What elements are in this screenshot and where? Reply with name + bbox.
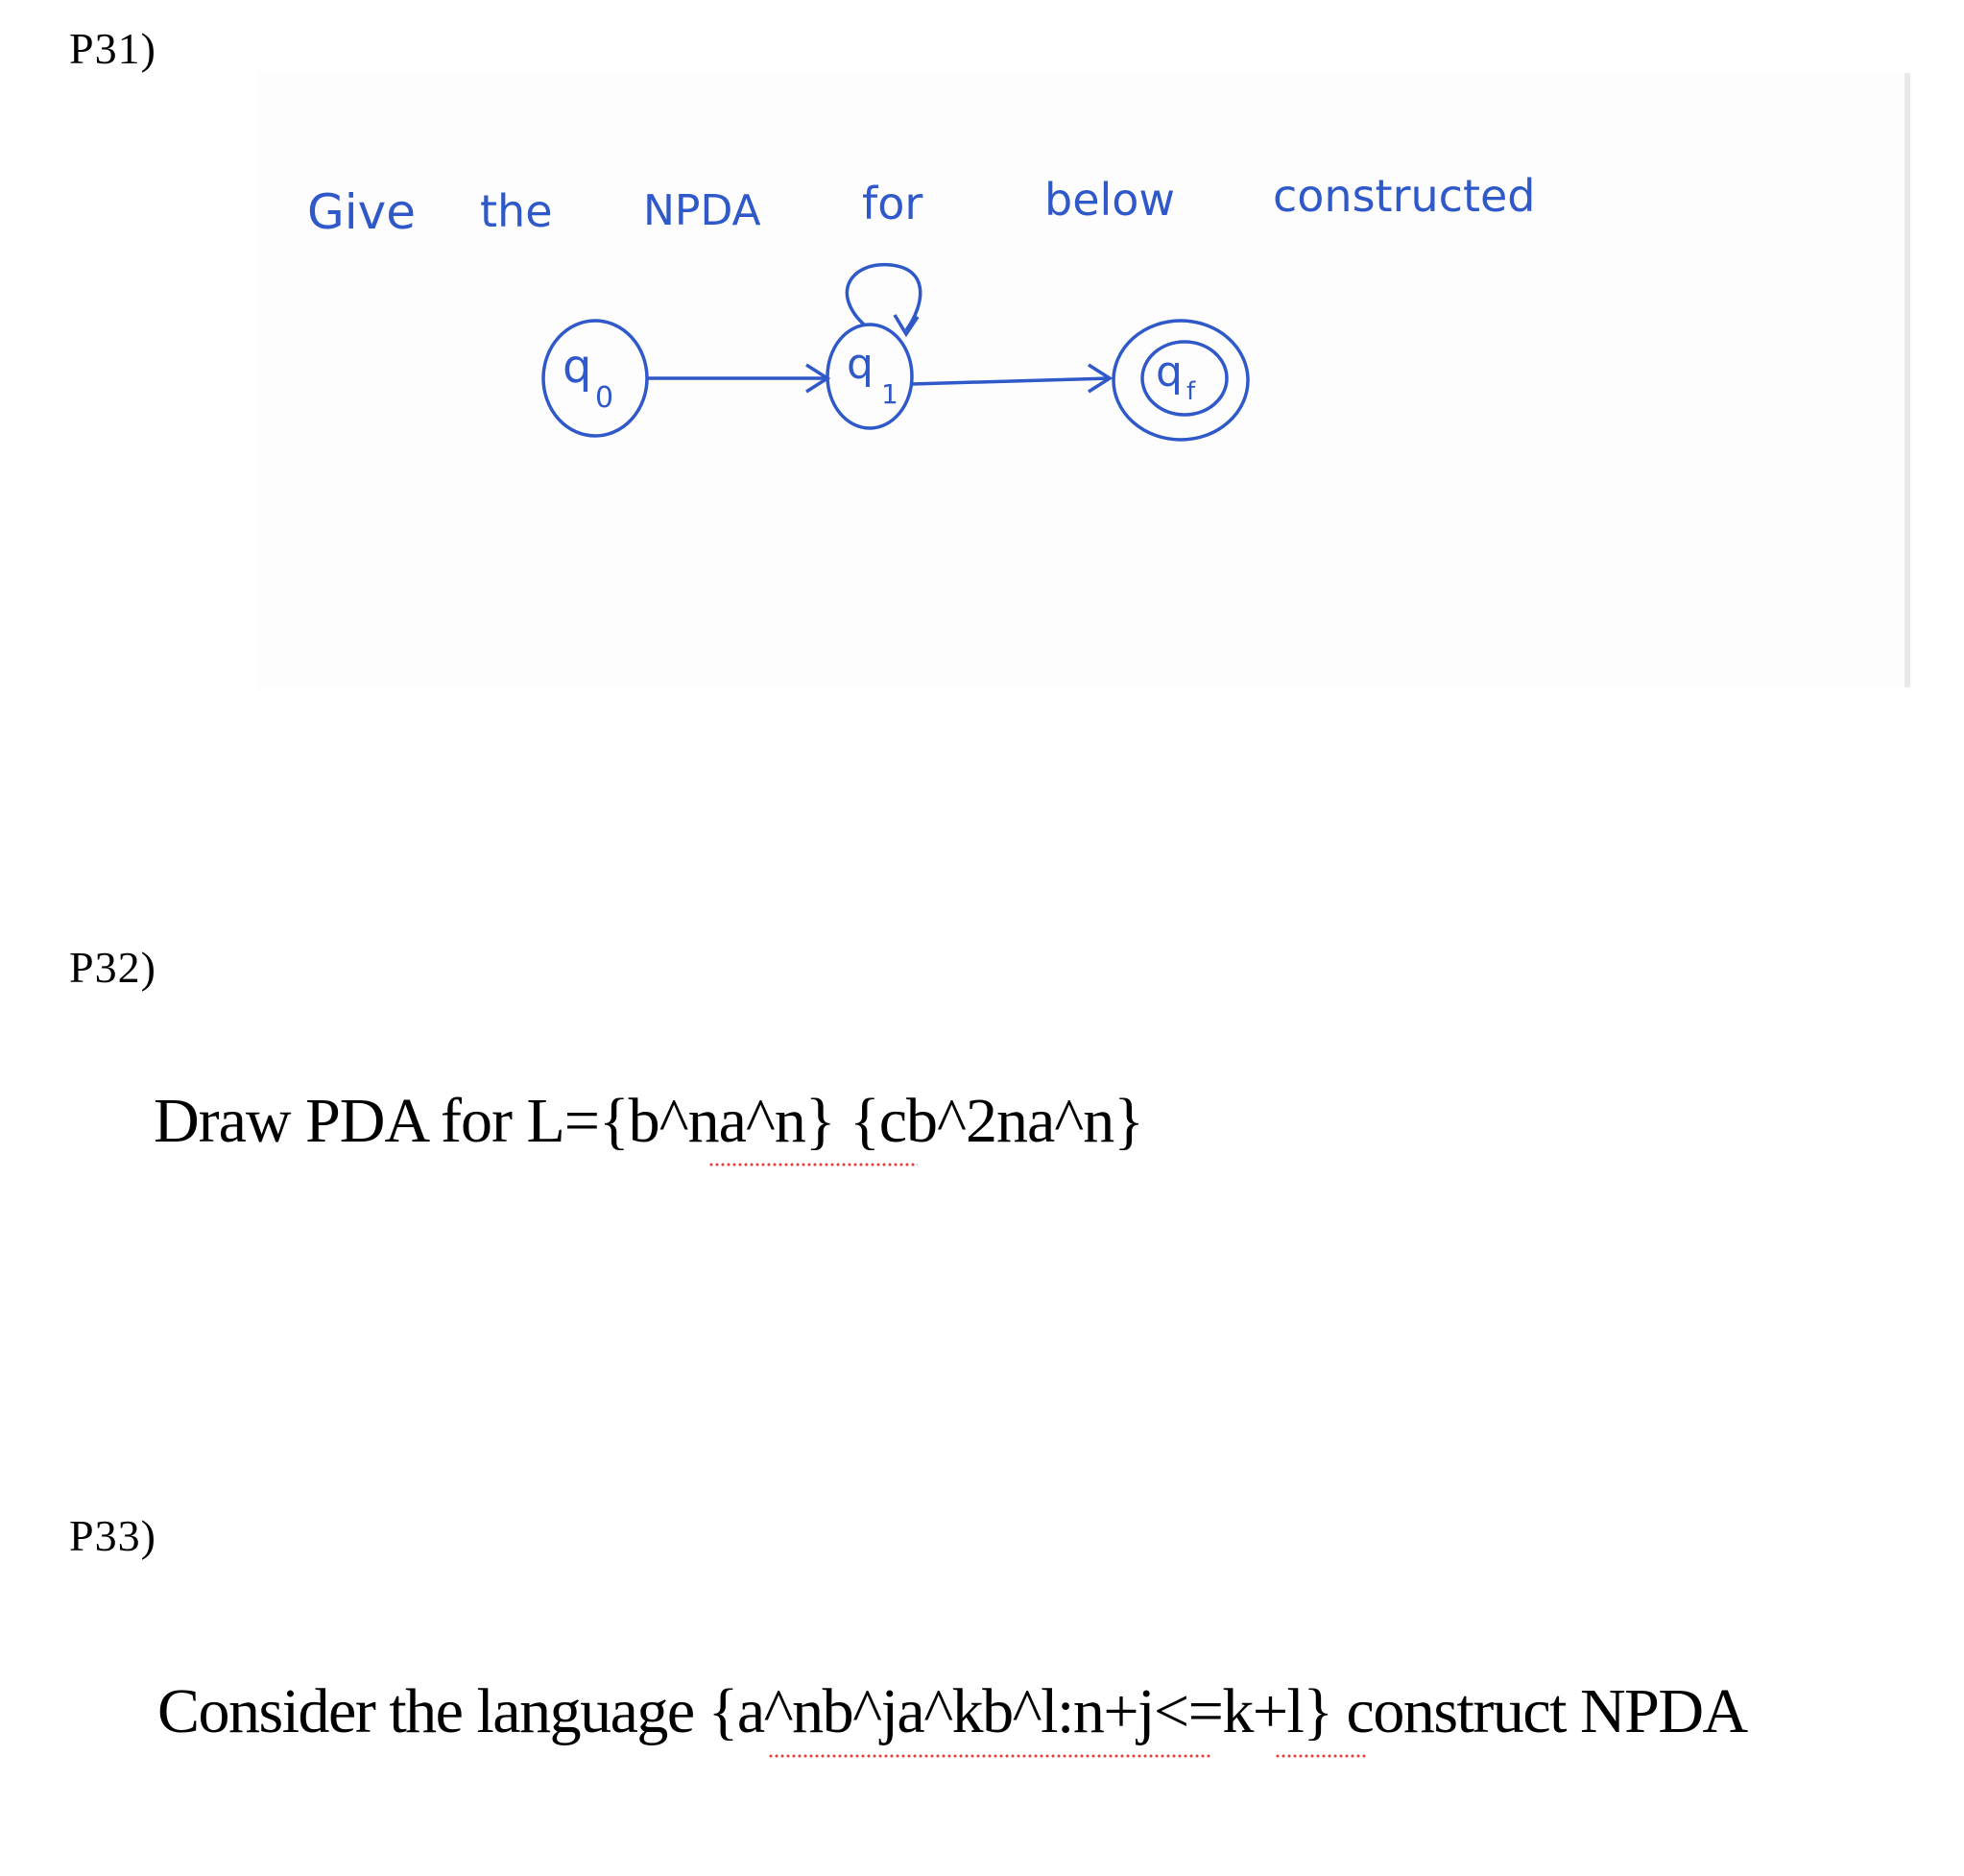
problem-text-p32: Draw PDA for L={b^na^n} {cb^2na^n} xyxy=(154,1086,1144,1156)
spellcheck-underline xyxy=(768,1753,1211,1759)
transition-q1-qf xyxy=(911,363,1114,394)
hw-word-give: Give xyxy=(307,184,416,240)
spellcheck-underline xyxy=(708,1162,918,1167)
transition-q0-q1 xyxy=(647,363,831,394)
hw-word-below: below xyxy=(1044,174,1175,226)
hw-word-npda: NPDA xyxy=(643,186,761,235)
problem-label-p32: P32) xyxy=(69,943,156,992)
problem-text-p33: Consider the language {a^nb^ja^kb^l:n+j<… xyxy=(157,1676,1748,1746)
state-q0-subscript: 0 xyxy=(595,381,613,415)
spellcheck-underline xyxy=(1275,1753,1367,1759)
state-q1: q 1 xyxy=(826,323,914,430)
handwritten-photo: Give the NPDA for below constructed q 0 … xyxy=(257,73,1910,687)
state-qf-subscript: f xyxy=(1186,377,1196,406)
hw-word-the: the xyxy=(480,185,553,237)
npda-diagram: Give the NPDA for below constructed q 0 … xyxy=(307,170,1535,442)
state-q0: q 0 xyxy=(541,319,649,438)
state-qf: q f xyxy=(1112,319,1250,442)
photo-edge xyxy=(1904,73,1910,687)
problem-label-p31: P31) xyxy=(69,24,156,73)
state-qf-name: q xyxy=(1156,348,1183,397)
state-q1-name: q xyxy=(847,340,874,389)
hw-word-constructed: constructed xyxy=(1273,170,1535,222)
self-loop-q1 xyxy=(845,262,922,338)
hw-word-for: for xyxy=(862,178,922,229)
state-q0-name: q xyxy=(563,340,591,394)
problem-label-p33: P33) xyxy=(69,1511,156,1560)
state-q1-subscript: 1 xyxy=(881,378,898,410)
